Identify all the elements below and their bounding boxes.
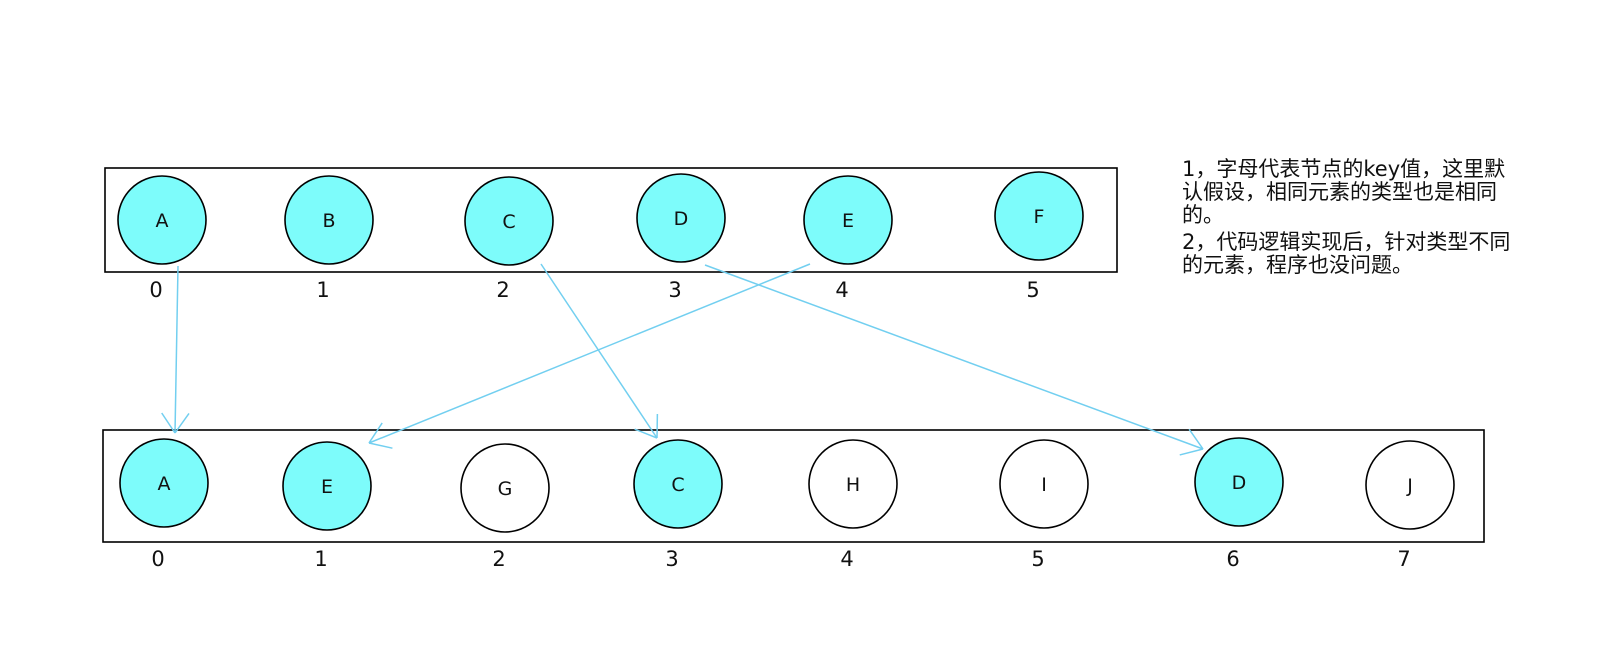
new-index-6: 6: [1226, 547, 1239, 571]
new-node-g-circle: [460, 443, 550, 533]
notes-panel: 1，字母代表节点的key值，这里默认假设，相同元素的类型也是相同的。 2，代码逻…: [1182, 158, 1512, 281]
new-node-g-label: G: [498, 478, 513, 500]
new-index-1: 1: [314, 547, 327, 571]
new-row-nodes: A 0 E 1 G 2 C 3 H 4 I 5 D 6 J 7: [119, 437, 1455, 571]
old-node-e-label: E: [842, 210, 854, 232]
old-node-f-label: F: [1034, 206, 1045, 228]
old-node-d-circle: [636, 173, 726, 263]
new-node-c-label: C: [671, 474, 684, 496]
old-node-b-circle: [284, 175, 374, 265]
old-node-a-circle: [117, 175, 207, 265]
new-node-h-circle: [808, 439, 898, 529]
new-index-4: 4: [840, 547, 853, 571]
old-index-3: 3: [668, 278, 681, 302]
new-node-c-circle: [633, 439, 723, 529]
new-row-box: [102, 429, 1485, 543]
old-node-c-label: C: [502, 211, 515, 233]
new-node-a-label: A: [158, 473, 171, 495]
new-node-d-circle: [1194, 437, 1284, 527]
arrow-a-to-a: [161, 265, 190, 434]
new-node-e-label: E: [321, 476, 333, 498]
old-node-b-label: B: [322, 210, 335, 232]
new-index-0: 0: [151, 547, 164, 571]
new-node-d-label: D: [1232, 472, 1247, 494]
old-node-d-label: D: [674, 208, 689, 230]
new-index-2: 2: [492, 547, 505, 571]
old-node-c-circle: [464, 176, 554, 266]
arrow-e-to-e: [368, 263, 811, 449]
old-row-box: [104, 167, 1118, 273]
new-node-i-circle: [999, 439, 1089, 529]
mapping-arrows: [161, 263, 1204, 456]
old-index-1: 1: [316, 278, 329, 302]
old-index-0: 0: [149, 278, 162, 302]
old-row-nodes: A 0 B 1 C 2 D 3 E 4 F 5: [117, 171, 1084, 302]
new-node-h-label: H: [846, 474, 860, 496]
old-index-5: 5: [1026, 278, 1039, 302]
new-node-j-label: J: [1406, 475, 1413, 497]
new-index-3: 3: [665, 547, 678, 571]
old-index-2: 2: [496, 278, 509, 302]
old-node-f-circle: [994, 171, 1084, 261]
note-2: 2，代码逻辑实现后，针对类型不同的元素，程序也没问题。: [1182, 230, 1511, 277]
new-node-a-circle: [119, 438, 209, 528]
old-index-4: 4: [835, 278, 848, 302]
new-node-e-circle: [282, 441, 372, 531]
new-index-7: 7: [1397, 547, 1410, 571]
note-1: 1，字母代表节点的key值，这里默认假设，相同元素的类型也是相同的。: [1182, 157, 1506, 227]
new-index-5: 5: [1031, 547, 1044, 571]
arrow-d-to-d: [704, 264, 1204, 456]
new-node-i-label: I: [1041, 474, 1047, 496]
arrow-c-to-c: [540, 263, 659, 439]
old-node-a-label: A: [156, 210, 169, 232]
old-node-e-circle: [803, 175, 893, 265]
new-node-j-circle: [1365, 440, 1455, 530]
